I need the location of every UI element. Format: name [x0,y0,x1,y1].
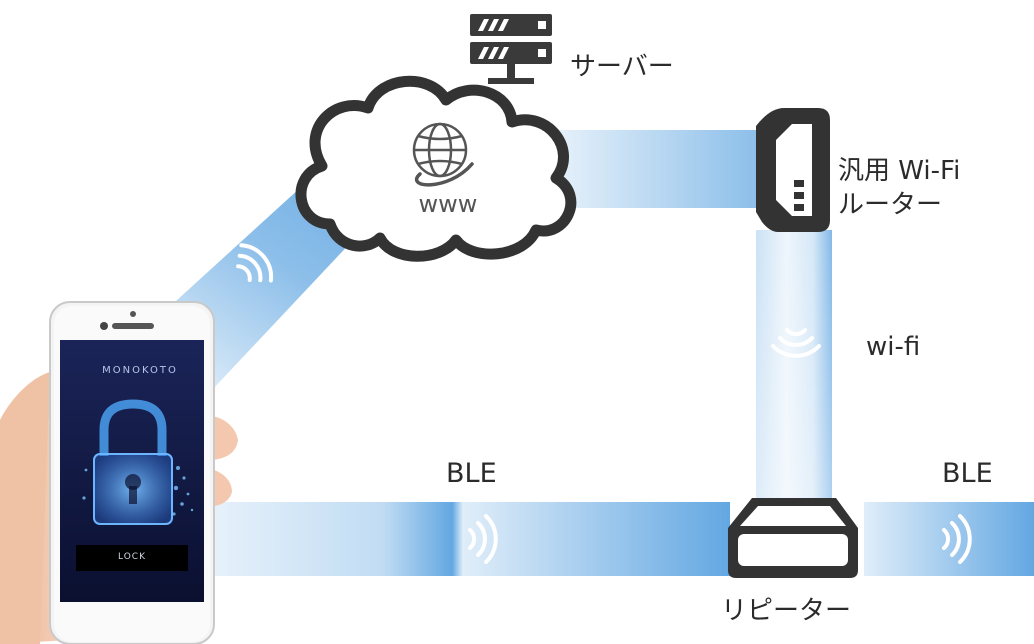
router-label-line1: 汎用 Wi-Fi [838,156,961,186]
router-label-line2: ルーター [838,190,943,220]
cloud-icon [295,75,577,262]
signal-wave-icon-wifi [771,328,821,358]
signal-wave-icon-ble-left [468,514,498,564]
link-phone-to-repeater-ble [196,502,730,576]
signal-wave-icon-diagonal [236,243,274,283]
ble-label-right: BLE [942,458,993,489]
globe-icon [412,122,474,187]
server-label: サーバー [570,52,674,82]
link-router-to-repeater-fade [756,230,832,502]
lock-button[interactable] [76,545,188,571]
wifi-label: wi-fi [866,332,921,362]
ble-label-left: BLE [446,458,497,489]
signal-wave-icon-ble-right [942,514,972,564]
lock-button-label[interactable]: LOCK [118,552,146,562]
server-icon [470,14,552,84]
repeater-label: リピーター [721,596,852,626]
smartphone [49,301,215,644]
link-cloud-to-router [548,130,780,208]
router-icon [756,108,830,232]
padlock-icon [82,399,194,525]
www-label: www [418,190,478,218]
app-brand-label: MONOKOTO [102,365,178,376]
repeater-icon [728,498,858,578]
